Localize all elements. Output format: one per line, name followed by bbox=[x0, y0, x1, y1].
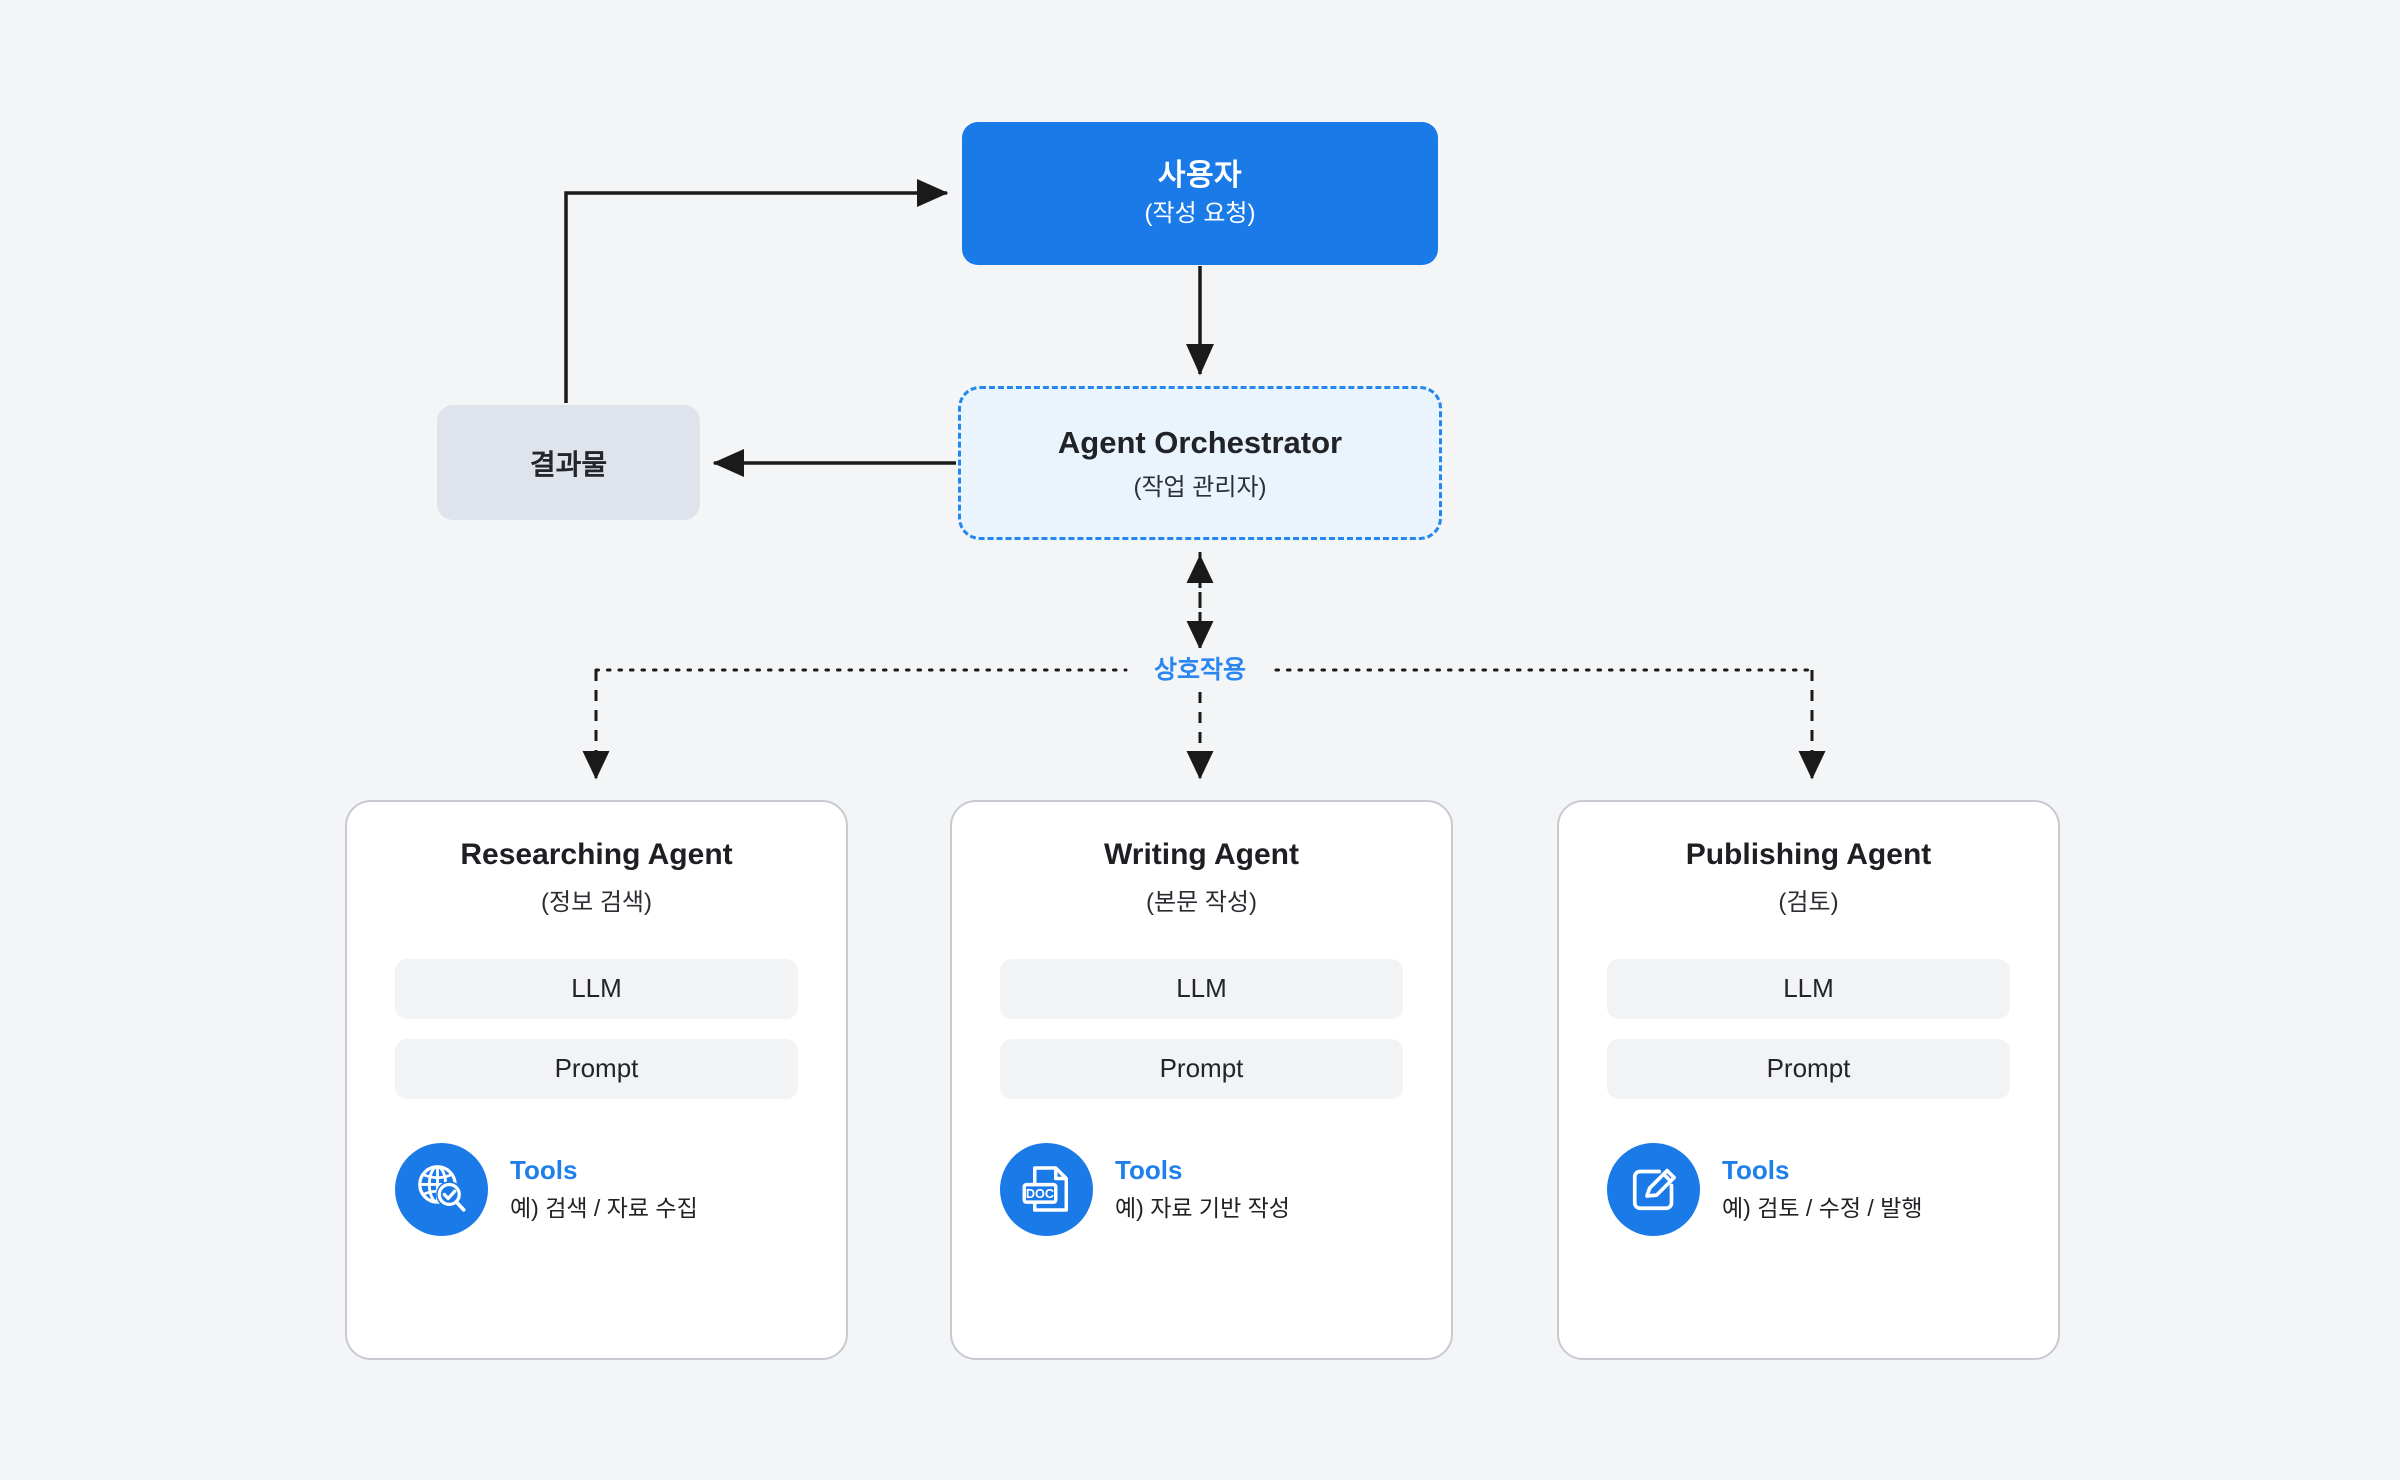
doc-file-icon: DOC bbox=[1000, 1142, 1093, 1236]
agent-card-researching[interactable]: Researching Agent (정보 검색) LLM Prompt bbox=[345, 800, 848, 1360]
agent-card-title: Writing Agent bbox=[1104, 838, 1299, 871]
agent-slot-llm-label: LLM bbox=[571, 973, 622, 1003]
agent-card-title: Publishing Agent bbox=[1685, 838, 1932, 871]
agent-tools-title: Tools bbox=[1722, 1155, 1790, 1186]
svg-text:DOC: DOC bbox=[1025, 1187, 1053, 1201]
agent-slot-llm-label: LLM bbox=[1176, 973, 1227, 1003]
node-output-title: 결과물 bbox=[529, 448, 608, 480]
agent-tools-text: Tools 예) 검토 / 수정 / 발행 bbox=[1722, 1154, 1923, 1224]
node-user-title: 사용자 bbox=[1157, 158, 1243, 192]
node-orchestrator-subtitle: (작업 관리자) bbox=[1133, 474, 1267, 502]
agent-tools-desc: 예) 검색 / 자료 수집 bbox=[510, 1194, 698, 1221]
agent-slot-llm-label: LLM bbox=[1783, 973, 1834, 1003]
globe-search-check-icon bbox=[395, 1142, 488, 1236]
interaction-bus-label: 상호작용 bbox=[1130, 648, 1270, 688]
agent-slot-llm[interactable]: LLM bbox=[1607, 958, 2010, 1019]
node-agent-orchestrator[interactable]: Agent Orchestrator (작업 관리자) bbox=[958, 386, 1442, 540]
agent-tools-desc: 예) 검토 / 수정 / 발행 bbox=[1722, 1194, 1923, 1221]
agent-tools-title: Tools bbox=[1115, 1155, 1183, 1186]
agent-tools-text: Tools 예) 자료 기반 작성 bbox=[1115, 1154, 1290, 1224]
agent-card-subtitle: (정보 검색) bbox=[541, 888, 652, 916]
agent-tools-desc: 예) 자료 기반 작성 bbox=[1115, 1194, 1290, 1221]
agent-slot-prompt[interactable]: Prompt bbox=[1607, 1038, 2010, 1099]
agent-slot-llm[interactable]: LLM bbox=[395, 958, 798, 1019]
agent-card-publishing[interactable]: Publishing Agent (검토) LLM Prompt Tools 예… bbox=[1557, 800, 2060, 1360]
agent-card-writing[interactable]: Writing Agent (본문 작성) LLM Prompt DOC Too… bbox=[950, 800, 1453, 1360]
agent-slot-llm[interactable]: LLM bbox=[1000, 958, 1403, 1019]
agent-tools-row: Tools 예) 검토 / 수정 / 발행 bbox=[1607, 1142, 2010, 1236]
agent-slot-prompt-label: Prompt bbox=[1766, 1053, 1851, 1083]
agent-slot-prompt[interactable]: Prompt bbox=[395, 1038, 798, 1099]
agent-card-subtitle: (검토) bbox=[1778, 888, 1839, 916]
agent-tools-title: Tools bbox=[510, 1155, 578, 1186]
agent-tools-row: Tools 예) 검색 / 자료 수집 bbox=[395, 1142, 798, 1236]
agent-card-subtitle: (본문 작성) bbox=[1146, 888, 1257, 916]
node-user[interactable]: 사용자 (작성 요청) bbox=[962, 122, 1438, 265]
node-user-subtitle: (작성 요청) bbox=[1144, 199, 1256, 227]
agent-slot-prompt[interactable]: Prompt bbox=[1000, 1038, 1403, 1099]
node-orchestrator-title: Agent Orchestrator bbox=[1057, 424, 1343, 460]
node-output-result[interactable]: 결과물 bbox=[437, 405, 700, 520]
agent-slot-prompt-label: Prompt bbox=[1159, 1053, 1244, 1083]
agent-tools-row: DOC Tools 예) 자료 기반 작성 bbox=[1000, 1142, 1403, 1236]
agent-tools-text: Tools 예) 검색 / 자료 수집 bbox=[510, 1154, 698, 1224]
edit-pencil-square-icon bbox=[1607, 1142, 1700, 1236]
wire-output-feedback-to-user bbox=[564, 179, 949, 403]
agent-slot-prompt-label: Prompt bbox=[554, 1053, 639, 1083]
agent-card-title: Researching Agent bbox=[460, 838, 733, 871]
